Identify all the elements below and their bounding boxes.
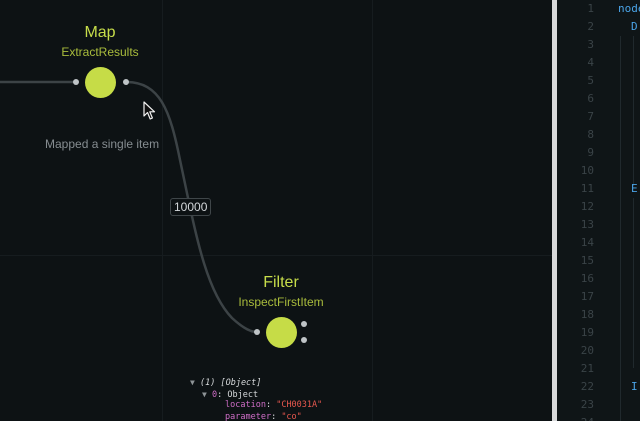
line-number: 4 xyxy=(587,56,594,69)
line-number: 18 xyxy=(580,308,594,321)
edge-count-badge: 10000 xyxy=(170,198,212,216)
connection-wires xyxy=(0,80,258,334)
line-number: 16 xyxy=(580,272,594,285)
line-number: 17 xyxy=(580,290,594,303)
map-node-note: Mapped a single item xyxy=(45,137,160,151)
filter-input-port[interactable] xyxy=(254,329,260,335)
line-number: 24 xyxy=(557,417,594,421)
field-key: location xyxy=(225,400,266,410)
grid-line xyxy=(162,0,163,421)
expand-triangle-icon[interactable]: ▼ xyxy=(202,389,207,399)
object-inspector[interactable]: ▼(1) [Object] ▼0: Object location: "CH00… xyxy=(190,377,322,421)
inspector-item-type: Object xyxy=(227,389,259,400)
map-output-port[interactable] xyxy=(123,79,129,85)
code-editor[interactable]: 1 2 3 4 5 6 7 8 9 10 11 12 13 14 15 16 1… xyxy=(557,0,640,421)
line-number: 19 xyxy=(580,326,594,339)
line-number: 3 xyxy=(587,38,594,51)
inspector-item-index: 0 xyxy=(212,389,218,400)
inspector-separator: : xyxy=(217,389,228,400)
map-node-title: Map ExtractResults xyxy=(48,24,152,59)
expand-triangle-icon[interactable]: ▼ xyxy=(190,378,195,387)
grid-line xyxy=(372,0,373,421)
filter-output-port[interactable] xyxy=(301,321,307,327)
inspector-root-row[interactable]: ▼ (1) [Object] xyxy=(190,377,322,389)
filter-node-title: Filter InspectFirstItem xyxy=(229,274,333,309)
node-name: Filter xyxy=(263,274,299,291)
node-subtitle: InspectFirstItem xyxy=(238,295,324,309)
filter-output-port[interactable] xyxy=(301,337,307,343)
line-number: 2 xyxy=(587,20,594,33)
code-line-1[interactable]: node xyxy=(618,2,640,15)
inspector-separator: : xyxy=(271,411,282,421)
code-line-2[interactable]: D xyxy=(631,20,638,33)
code-line-11[interactable]: E xyxy=(631,182,638,195)
inspector-separator: : xyxy=(265,400,277,410)
line-number: 15 xyxy=(580,254,594,267)
line-number: 21 xyxy=(580,362,594,375)
inspector-root-label: (1) [Object] xyxy=(200,378,262,388)
line-number: 23 xyxy=(580,398,594,411)
inspector-item-row[interactable]: ▼ 0: Object xyxy=(190,389,322,401)
inspector-field-row: parameter: "co" xyxy=(190,412,322,421)
line-number: 6 xyxy=(587,92,594,105)
line-number: 10 xyxy=(580,164,594,177)
line-number: 5 xyxy=(587,74,594,87)
line-number: 7 xyxy=(587,110,594,123)
inspector-field-row: location: "CH0031A" xyxy=(190,400,322,412)
line-number: 22 xyxy=(580,380,594,393)
grid-line xyxy=(0,255,552,256)
indent-guide xyxy=(633,198,634,368)
line-number: 1 xyxy=(587,2,594,15)
line-number: 20 xyxy=(580,344,594,357)
line-number: 8 xyxy=(587,128,594,141)
mouse-pointer-icon xyxy=(143,101,156,120)
map-node[interactable] xyxy=(85,67,116,98)
indent-guide xyxy=(620,36,621,421)
split-divider[interactable] xyxy=(552,0,557,421)
node-subtitle: ExtractResults xyxy=(61,45,139,59)
indent-guide xyxy=(633,36,634,186)
field-value: "CH0031A" xyxy=(276,400,323,410)
line-number: 14 xyxy=(580,236,594,249)
code-line-22[interactable]: I xyxy=(631,380,638,393)
map-filter-wire xyxy=(125,80,258,334)
filter-node[interactable] xyxy=(266,317,297,348)
line-number: 13 xyxy=(580,218,594,231)
line-number: 12 xyxy=(580,200,594,213)
field-value: "co" xyxy=(281,411,302,421)
map-input-port[interactable] xyxy=(73,79,79,85)
field-key: parameter xyxy=(225,411,272,421)
node-name: Map xyxy=(84,24,116,41)
flow-canvas[interactable]: Map ExtractResults Mapped a single item … xyxy=(0,0,552,421)
line-number: 11 xyxy=(580,182,594,195)
line-number: 9 xyxy=(587,146,594,159)
